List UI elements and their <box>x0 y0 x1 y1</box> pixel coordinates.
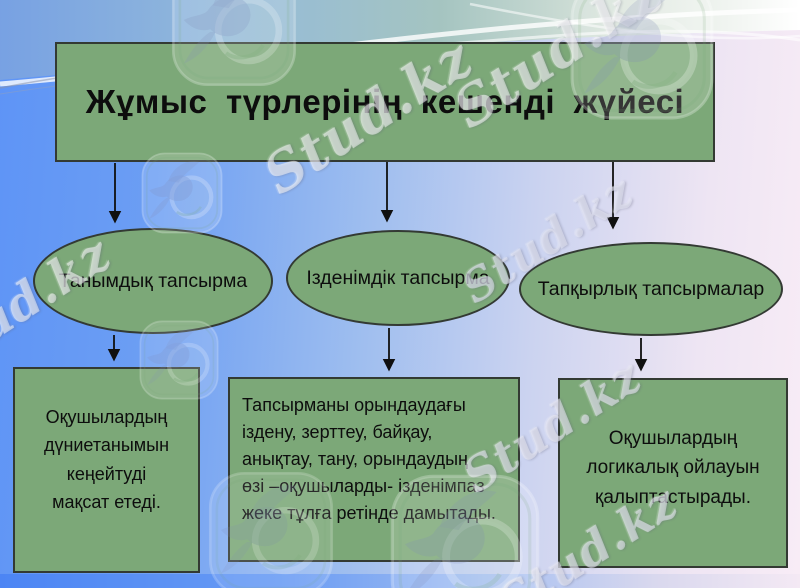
detail-box-2: Тапсырманы орындаудағы іздену, зерттеу, … <box>228 377 520 562</box>
detail-box-1: Оқушылардың дүниетанымын кеңейтуді мақса… <box>13 367 200 573</box>
ellipse-node-1: Танымдық тапсырма <box>33 228 273 334</box>
detail-box-3: Оқушылардың логикалық ойлауын қалыптасты… <box>558 378 788 568</box>
ellipse-node-2: Ізденімдік тапсырма <box>286 230 510 326</box>
ellipse-node-3: Тапқырлық тапсырмалар <box>519 242 783 336</box>
detail-box-3-text: Оқушылардың логикалық ойлауын қалыптасты… <box>586 428 760 508</box>
title-text: Жұмыс түрлерінің кешенді жүйесі <box>85 83 685 120</box>
title-node: Жұмыс түрлерінің кешенді жүйесі <box>55 42 715 162</box>
detail-box-2-text: Тапсырманы орындаудағы іздену, зерттеу, … <box>242 395 496 523</box>
ellipse-2-label: Ізденімдік тапсырма <box>306 266 490 289</box>
ellipse-1-label: Танымдық тапсырма <box>58 269 248 292</box>
detail-box-1-text: Оқушылардың дүниетанымын кеңейтуді мақса… <box>43 407 170 513</box>
ellipse-3-label: Тапқырлық тапсырмалар <box>537 277 765 300</box>
